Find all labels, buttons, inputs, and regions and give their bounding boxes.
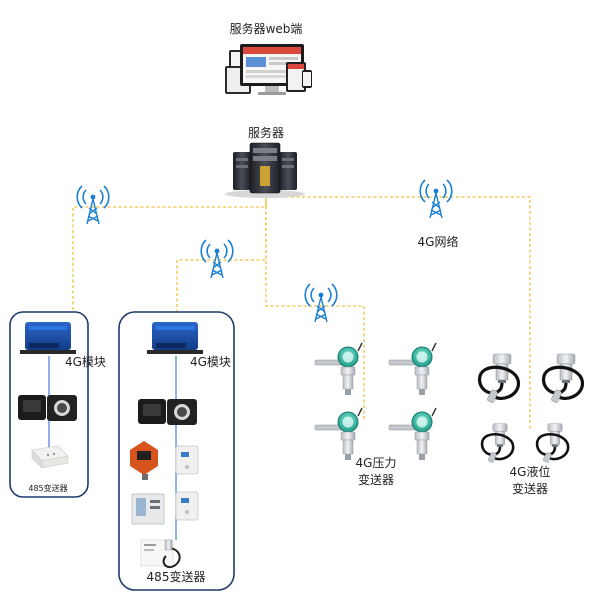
pressure-transmitter-icon — [388, 407, 437, 461]
network-label: 4G网络 — [418, 234, 459, 249]
cabinet-transmitter-icon — [131, 493, 165, 525]
sensor-box-icon — [175, 445, 199, 475]
group-frame-left — [9, 311, 89, 498]
signal-tower-icon — [419, 179, 453, 219]
pressure-label-line2: 变送器 — [358, 472, 394, 487]
server-icon — [225, 142, 305, 198]
power-switch-icon — [138, 399, 197, 425]
level-transmitter-icon — [541, 352, 585, 405]
4g-module-icon — [20, 322, 76, 354]
485-transmitter-box-icon — [31, 445, 69, 469]
pressure-transmitter-icon — [314, 407, 363, 461]
transmitter-label-mid: 485变送器 — [147, 569, 206, 584]
group-frame-mid — [118, 311, 235, 591]
level-label-line2: 变送器 — [512, 481, 548, 496]
module-label-left: 4G模块 — [65, 355, 106, 369]
probe-transmitter-icon — [140, 539, 181, 568]
pressure-label-line1: 4G压力 — [356, 456, 397, 470]
gas-detector-icon — [130, 441, 158, 480]
transmitter-label-left: 485变送器 — [28, 483, 67, 493]
power-switch-icon — [18, 395, 77, 421]
level-transmitter-icon — [535, 422, 570, 465]
sensor-box-icon — [175, 491, 199, 521]
level-transmitter-icon — [477, 352, 521, 405]
network-links — [72, 192, 531, 430]
signal-tower-icon — [304, 283, 338, 323]
4g-module-icon — [147, 322, 203, 354]
signal-tower-icon — [200, 239, 234, 279]
level-label-line1: 4G液位 — [510, 464, 551, 479]
server-label: 服务器 — [248, 125, 284, 140]
web-client-devices-icon — [225, 44, 312, 95]
signal-tower-icon — [76, 185, 110, 225]
web-client-label: 服务器web端 — [230, 21, 303, 36]
pressure-transmitter-icon — [388, 342, 437, 396]
pressure-transmitter-icon — [314, 342, 363, 396]
level-transmitter-icon — [480, 422, 515, 465]
module-label-mid: 4G模块 — [190, 355, 231, 369]
